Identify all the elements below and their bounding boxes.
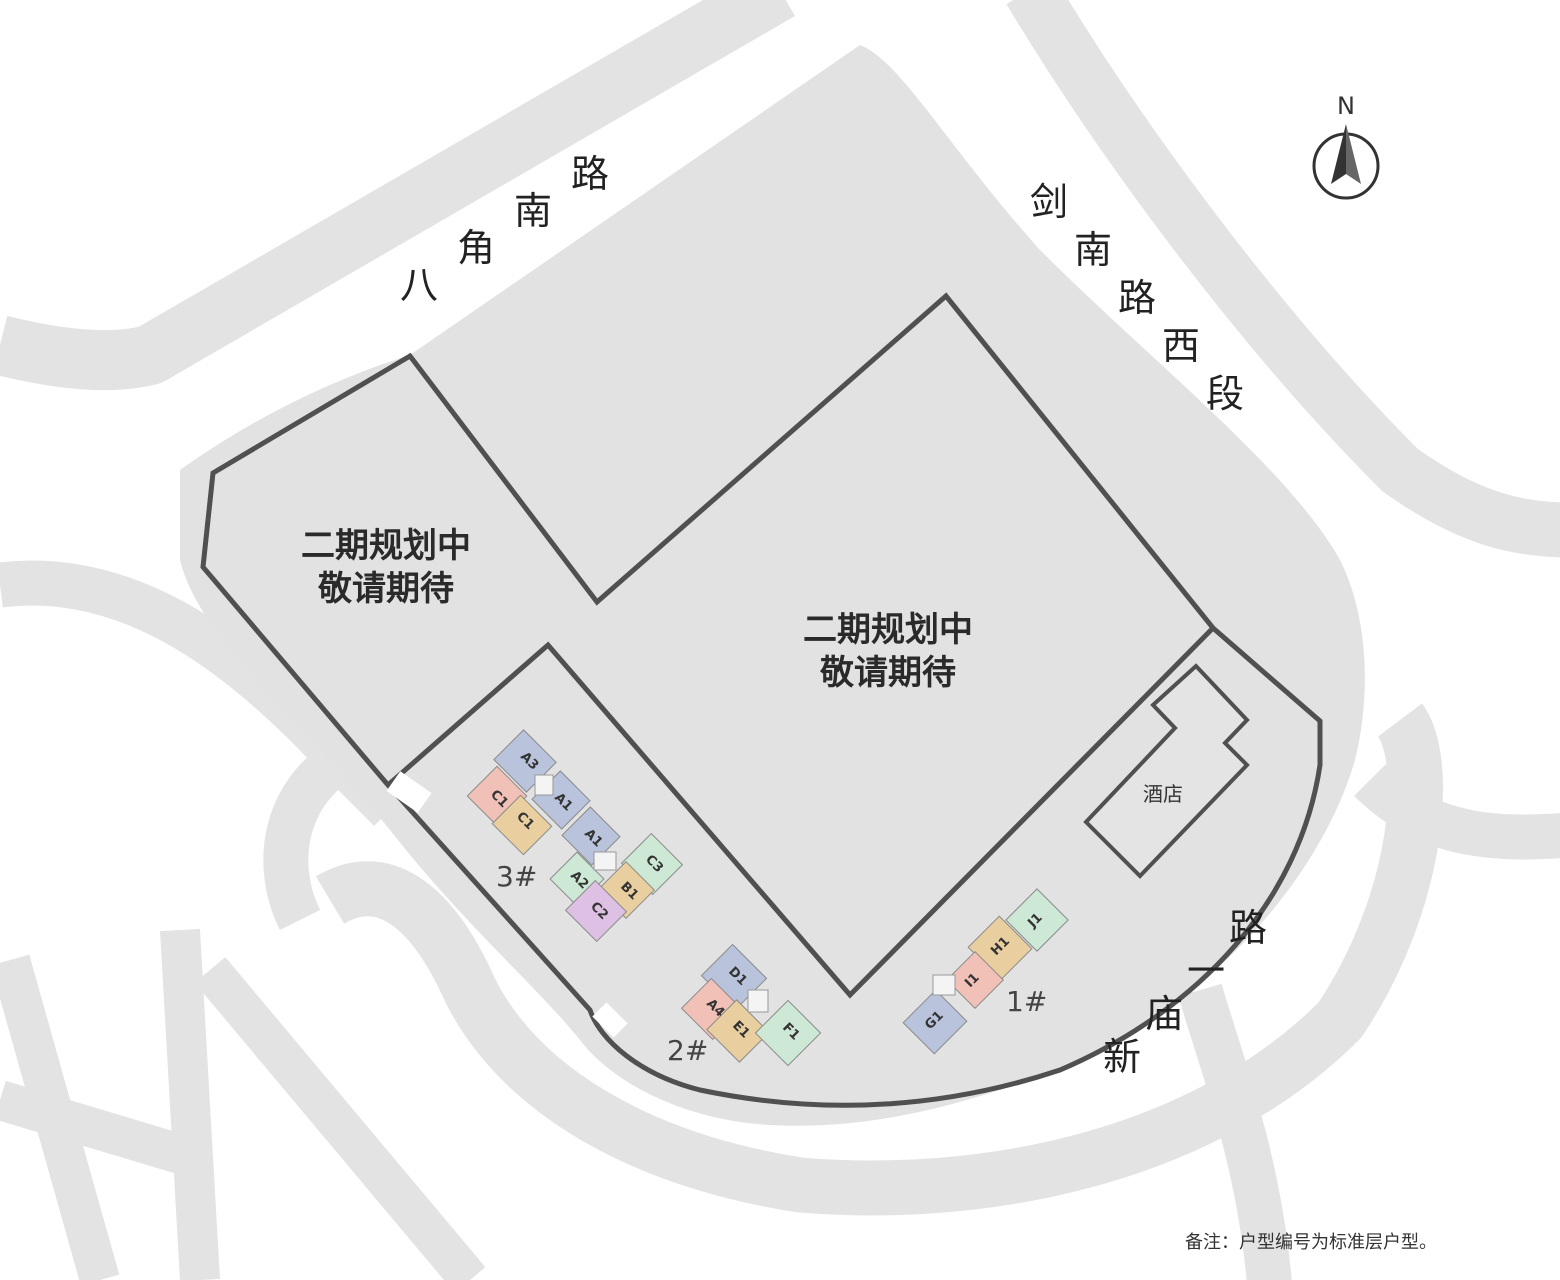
core-2 bbox=[747, 989, 769, 1013]
road-sw-1 bbox=[160, 928, 220, 1280]
zone-2-line2: 敬请期待 bbox=[819, 653, 956, 693]
road-name-north-text: 八角南路 bbox=[400, 152, 609, 307]
building-3-units bbox=[466, 729, 684, 943]
unit-block-i1 bbox=[946, 951, 1004, 1009]
unit-block-c1b bbox=[491, 794, 553, 856]
site-area bbox=[180, 45, 1365, 1126]
road-name-north: 八角南路 bbox=[400, 152, 609, 307]
site-boundaries bbox=[200, 292, 1323, 1108]
building-label-3: 3# bbox=[496, 860, 537, 893]
road-bajiao-south bbox=[0, 0, 796, 391]
compass-label: N bbox=[1337, 92, 1355, 120]
road-name-east-text: 剑南路西段 bbox=[1030, 180, 1244, 416]
road-name-south: 新庙一路 bbox=[1103, 906, 1267, 1079]
building-1-units bbox=[902, 888, 1069, 1055]
core-1 bbox=[932, 974, 956, 996]
building-2-units bbox=[680, 943, 822, 1067]
north-arrow-icon: N bbox=[1312, 92, 1380, 200]
road-name-east: 剑南路西段 bbox=[1030, 180, 1244, 416]
boundary-outer bbox=[200, 292, 1323, 1108]
unit-block-j1 bbox=[1005, 888, 1069, 952]
road-east-branch bbox=[1354, 763, 1560, 860]
zone-1-line2: 敬请期待 bbox=[317, 569, 454, 609]
gate-west bbox=[386, 771, 432, 813]
core-3a bbox=[534, 774, 554, 796]
hotel-label: 酒店 bbox=[1143, 782, 1183, 806]
boundary-phase1 bbox=[386, 626, 1215, 999]
road-south-branch bbox=[1178, 983, 1292, 1280]
zone-1-line1: 二期规划中 bbox=[301, 526, 471, 566]
zone-2-line1: 二期规划中 bbox=[803, 610, 973, 650]
building-label-2: 2# bbox=[667, 1034, 708, 1067]
unit-block-c2 bbox=[564, 879, 628, 943]
building-label-1: 1# bbox=[1006, 985, 1047, 1018]
road-west-curve bbox=[263, 741, 354, 931]
unit-block-g1 bbox=[902, 989, 968, 1055]
footnote: 备注：户型编号为标准层户型。 bbox=[1185, 1232, 1437, 1253]
road-name-south-text: 新庙一路 bbox=[1103, 906, 1267, 1079]
gate-south bbox=[592, 1002, 628, 1038]
road-sw-4 bbox=[0, 1080, 206, 1180]
road-jiannan-west bbox=[1006, 0, 1560, 558]
unit-block-a1b bbox=[561, 806, 621, 866]
road-sw-3 bbox=[194, 957, 486, 1280]
hotel-building bbox=[1083, 663, 1250, 879]
road-outer-ring bbox=[315, 703, 1444, 1216]
core-3b bbox=[593, 851, 617, 871]
unit-block-e1 bbox=[706, 999, 770, 1063]
unit-block-f1 bbox=[754, 999, 822, 1067]
